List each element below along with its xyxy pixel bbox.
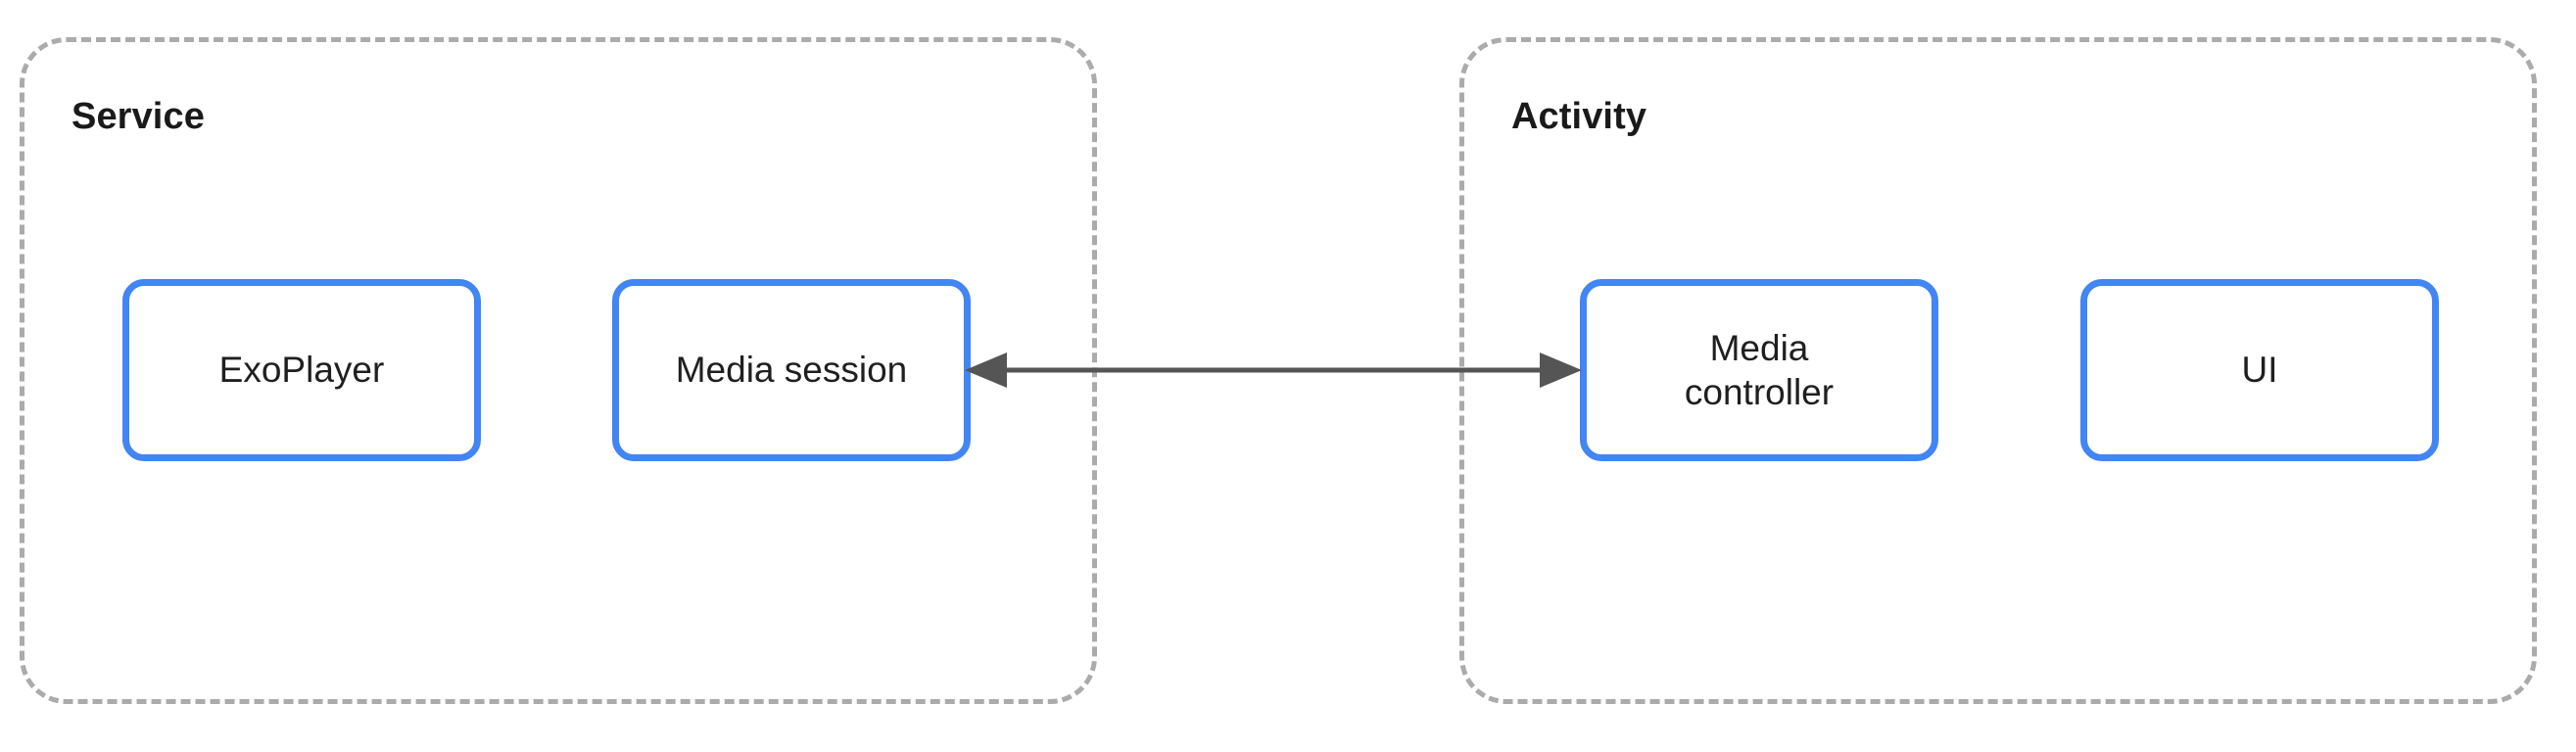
group-service-label: Service (72, 96, 205, 137)
node-media-session-label: Media session (675, 350, 908, 391)
node-exoplayer[interactable]: ExoPlayer (122, 279, 481, 461)
node-media-controller-label: Media controller (1684, 327, 1835, 412)
node-ui[interactable]: UI (2080, 279, 2439, 461)
node-media-session[interactable]: Media session (612, 279, 971, 461)
node-exoplayer-label: ExoPlayer (218, 350, 385, 391)
node-ui-label: UI (2241, 350, 2278, 391)
group-activity-label: Activity (1511, 96, 1647, 137)
node-media-controller[interactable]: Media controller (1580, 279, 1938, 461)
